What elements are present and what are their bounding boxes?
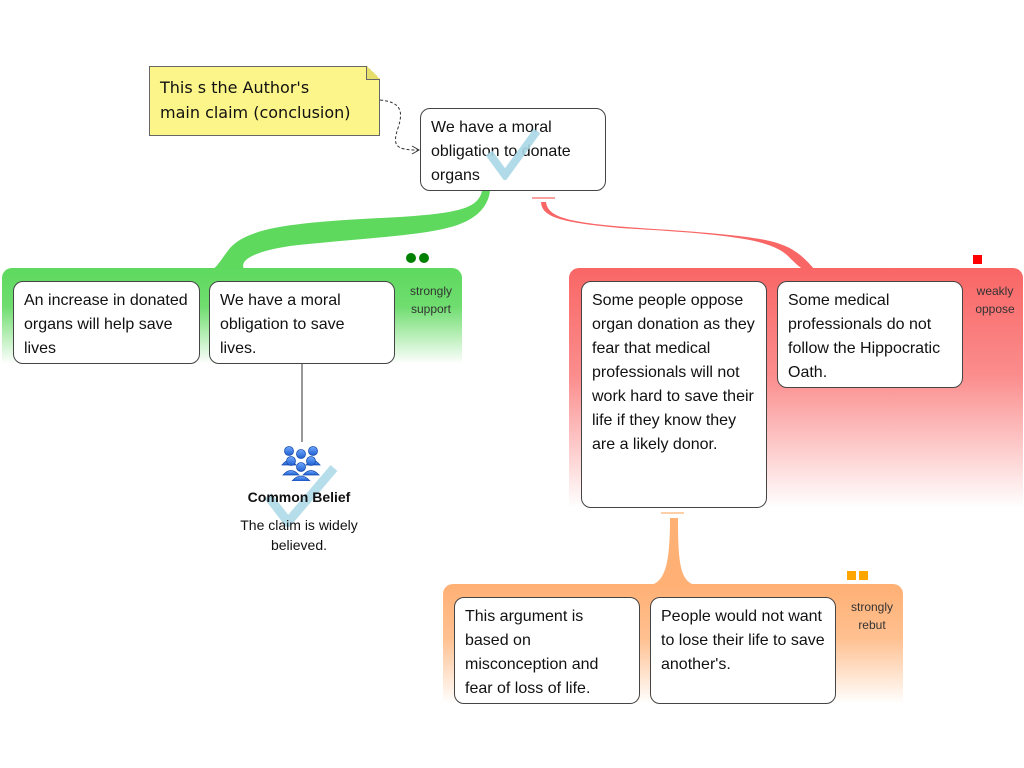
orange-square-icon bbox=[847, 571, 856, 580]
strength-label-support: strongly support bbox=[409, 284, 453, 316]
strength-label-rebut: strongly rebut bbox=[850, 600, 894, 632]
reason-text: People would not want to lose their life… bbox=[661, 608, 825, 673]
reason-text: An increase in donated organs will help … bbox=[24, 292, 188, 357]
author-note[interactable]: This s the Author's main claim (conclusi… bbox=[149, 66, 380, 136]
support-link bbox=[212, 191, 490, 270]
note-line-2: main claim (conclusion) bbox=[160, 103, 351, 122]
green-dot-icon bbox=[406, 253, 416, 263]
support-reason-1[interactable]: An increase in donated organs will help … bbox=[13, 281, 200, 364]
orange-square-icon bbox=[859, 571, 868, 580]
reason-text: Some medical professionals do not follow… bbox=[788, 292, 941, 381]
reason-text: This argument is based on misconception … bbox=[465, 608, 599, 697]
people-icon bbox=[281, 446, 321, 481]
main-claim-node[interactable]: We have a moral obligation to donate org… bbox=[420, 108, 606, 191]
rebut-reason-1[interactable]: This argument is based on misconception … bbox=[454, 597, 640, 704]
oppose-reason-2[interactable]: Some medical professionals do not follow… bbox=[777, 281, 963, 388]
strength-marker-oppose bbox=[973, 255, 982, 264]
strength-marker-support bbox=[406, 253, 429, 263]
basis-description: The claim is widely believed. bbox=[240, 517, 358, 553]
oppose-link bbox=[541, 202, 815, 270]
reason-text: Some people oppose organ donation as the… bbox=[592, 292, 755, 453]
note-connector bbox=[379, 99, 419, 151]
rebut-reason-2[interactable]: People would not want to lose their life… bbox=[650, 597, 836, 704]
basis-title: Common Belief bbox=[247, 489, 351, 505]
strength-label-oppose: weakly oppose bbox=[975, 284, 1015, 316]
rebut-link bbox=[654, 518, 692, 584]
green-dot-icon bbox=[419, 253, 429, 263]
note-fold-corner bbox=[366, 66, 380, 80]
note-connector-arrowhead bbox=[411, 145, 421, 155]
main-claim-text: We have a moral obligation to donate org… bbox=[431, 119, 571, 184]
oppose-reason-1[interactable]: Some people oppose organ donation as the… bbox=[581, 281, 767, 508]
support-reason-2[interactable]: We have a moral obligation to save lives… bbox=[209, 281, 395, 364]
strength-marker-rebut bbox=[847, 571, 868, 580]
red-square-icon bbox=[973, 255, 982, 264]
note-line-1: This s the Author's bbox=[160, 78, 310, 97]
reason-text: We have a moral obligation to save lives… bbox=[220, 292, 345, 357]
